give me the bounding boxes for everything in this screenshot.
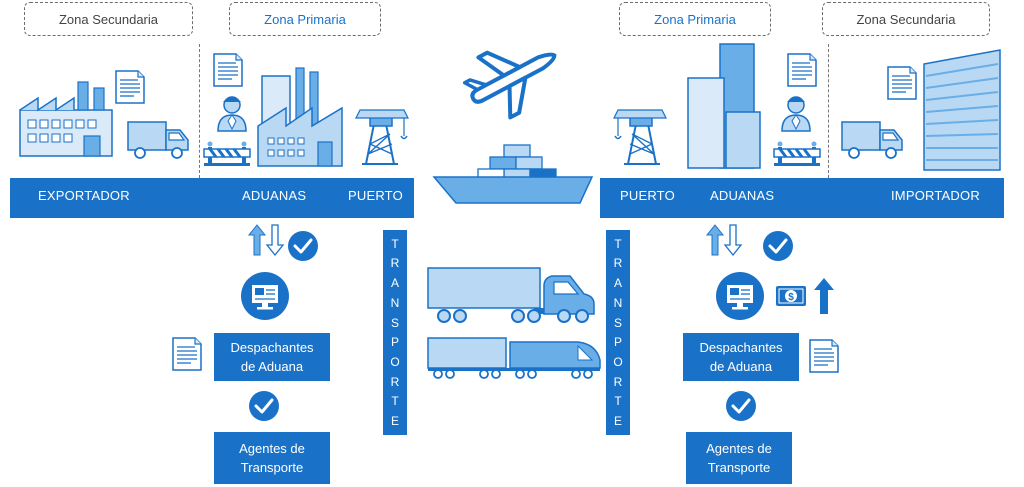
building-icon	[687, 43, 761, 169]
label-aduanas-left: ADUANAS	[242, 188, 307, 203]
money-symbol: $	[788, 292, 794, 303]
document-icon	[115, 70, 145, 104]
document-icon	[213, 53, 243, 87]
customs-building-icon	[257, 67, 343, 167]
factory-icon	[19, 81, 113, 157]
barrier-icon	[772, 140, 822, 168]
officer-icon	[781, 96, 811, 132]
officer-icon	[217, 96, 247, 132]
zone-secondary-left: Zona Secundaria	[24, 2, 193, 36]
zone-primary-right: Zona Primaria	[619, 2, 771, 36]
check-icon	[761, 229, 795, 263]
airplane-icon	[462, 50, 557, 120]
check-icon	[247, 389, 281, 423]
computer-icon	[715, 271, 765, 321]
semi-truck-icon	[427, 267, 595, 323]
train-icon	[427, 337, 601, 379]
truck-icon	[841, 121, 903, 159]
label-puerto-left: PUERTO	[348, 188, 403, 203]
zone-divider-right	[828, 44, 829, 178]
document-icon	[172, 337, 202, 371]
zone-divider-left	[199, 44, 200, 178]
zone-secondary-right: Zona Secundaria	[822, 2, 990, 36]
document-icon	[787, 53, 817, 87]
export-bar	[10, 178, 414, 218]
label-exportador: EXPORTADOR	[38, 188, 130, 203]
computer-icon	[240, 271, 290, 321]
check-icon	[724, 389, 758, 423]
cargo-ship-icon	[432, 144, 594, 204]
up-arrow-icon	[814, 278, 834, 314]
document-icon	[887, 66, 917, 100]
barrier-icon	[202, 140, 252, 168]
truck-icon	[127, 121, 189, 159]
zone-primary-left: Zona Primaria	[229, 2, 381, 36]
port-crane-icon	[355, 109, 409, 165]
money-icon: $	[776, 286, 806, 306]
up-down-arrows-icon	[248, 224, 284, 256]
warehouse-icon	[923, 49, 1001, 171]
check-icon	[286, 229, 320, 263]
import-bar	[600, 178, 1004, 218]
up-down-arrows-icon	[706, 224, 742, 256]
port-crane-icon	[613, 109, 667, 165]
label-aduanas-right: ADUANAS	[710, 188, 775, 203]
document-icon	[809, 339, 839, 373]
label-importador: IMPORTADOR	[891, 188, 980, 203]
label-puerto-right: PUERTO	[620, 188, 675, 203]
